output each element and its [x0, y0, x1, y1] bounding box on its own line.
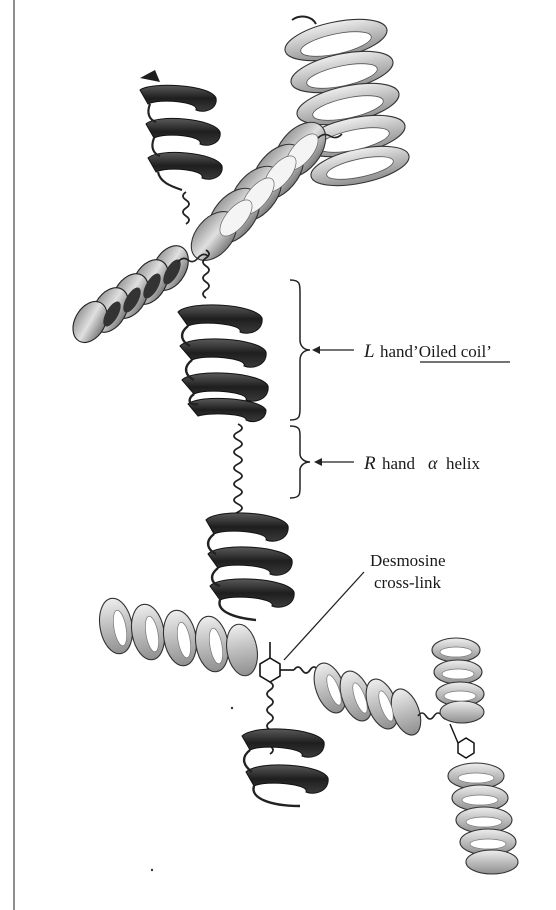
- helix-left-light: [66, 239, 208, 348]
- arrow-r-hand: [314, 458, 354, 466]
- helix-lower-right-light: [308, 659, 450, 739]
- helix-right-upper-light: [432, 638, 484, 723]
- label-desmosine-line1: Desmosine: [370, 551, 446, 570]
- alpha-helix-spring: [234, 424, 242, 520]
- helix-top-left-dark: [140, 70, 222, 224]
- desmosine-crosslink-ring: [260, 642, 294, 682]
- bracket-l-hand: [290, 280, 310, 420]
- bracket-r-hand: [290, 426, 310, 498]
- label-r-hand-alpha: α: [428, 453, 438, 473]
- label-r-hand-middle: hand: [382, 454, 416, 473]
- helix-center-dark-upper: [178, 305, 268, 422]
- crosslink-ring-right: [450, 724, 474, 758]
- stray-mark: [151, 869, 153, 871]
- helix-lower-left-light: [95, 596, 261, 679]
- helix-bottom-dark: [242, 729, 328, 806]
- helix-right-lower-light: [448, 763, 518, 874]
- label-desmosine-line2: cross-link: [374, 573, 442, 592]
- label-r-hand-suffix: helix: [446, 454, 480, 473]
- label-r-hand-prefix: R: [363, 453, 376, 474]
- label-l-hand-prefix: L: [363, 341, 375, 362]
- label-l-hand-text: hand’Oiled coil’: [380, 342, 492, 361]
- arrow-l-hand: [312, 346, 354, 354]
- stray-mark: [231, 707, 233, 709]
- desmosine-leader-line: [284, 572, 364, 660]
- helix-center-dark-lower: [206, 513, 294, 620]
